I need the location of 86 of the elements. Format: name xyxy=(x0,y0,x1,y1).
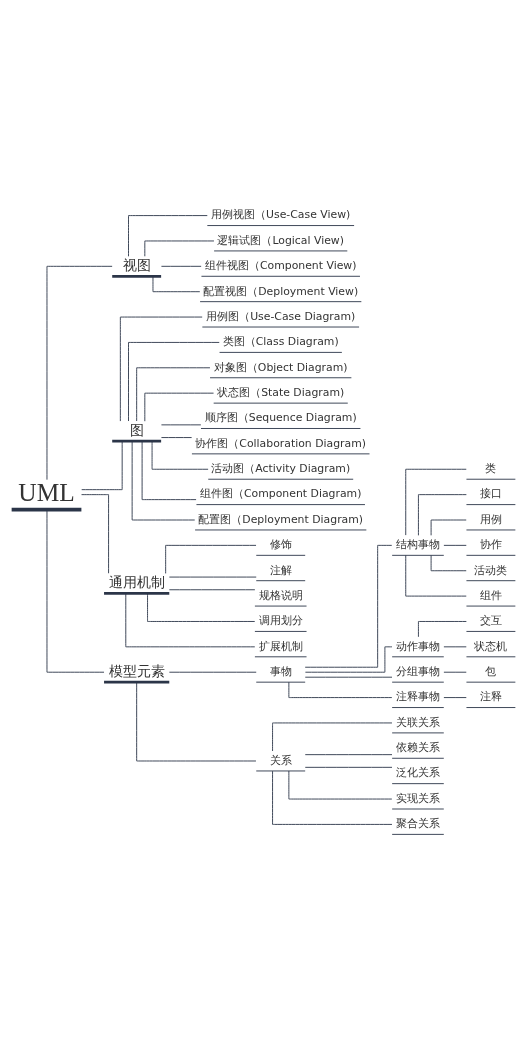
node-text: 事物 xyxy=(269,665,292,679)
node-text: 关联关系 xyxy=(395,715,440,729)
node-text: 图 xyxy=(129,421,144,438)
connector xyxy=(304,766,393,768)
connector xyxy=(430,519,467,536)
node-text: 协作 xyxy=(479,538,502,552)
node-text: 逻辑试图（Logical View) xyxy=(217,233,344,247)
connector xyxy=(168,671,257,673)
node-text: 顺序图（Sequence Diagram) xyxy=(204,411,357,425)
connector xyxy=(131,440,196,521)
node-text: 通用机制 xyxy=(108,573,165,590)
node-text: 调用划分 xyxy=(258,614,303,628)
connector xyxy=(272,770,393,825)
node-text: 配置视图（Deployment View) xyxy=(203,284,359,298)
node-text: 协作图（Collaboration Diagram) xyxy=(195,436,367,450)
connector xyxy=(81,440,123,491)
node-text: 分组事物 xyxy=(395,665,440,679)
connector xyxy=(417,494,467,536)
node-text: 包 xyxy=(485,665,497,679)
connector xyxy=(160,265,202,267)
connector xyxy=(272,722,393,752)
connector xyxy=(151,440,209,470)
connector xyxy=(417,621,467,638)
connector xyxy=(152,275,201,293)
connector xyxy=(405,554,467,597)
node-text: 活动图（Activity Diagram) xyxy=(211,462,351,476)
node-text: 配置图（Deployment Diagram) xyxy=(198,512,364,526)
node-text: 用例视图（Use-Case View) xyxy=(211,208,351,222)
connector xyxy=(141,440,197,501)
connector xyxy=(144,392,214,422)
node-text: 组件图（Component Diagram) xyxy=(200,487,362,501)
connector xyxy=(128,215,208,257)
connector xyxy=(160,437,193,438)
node-text: 注解 xyxy=(269,563,292,577)
connector xyxy=(304,646,393,673)
connector xyxy=(443,544,467,546)
node-text: 聚合关系 xyxy=(395,817,440,831)
connector xyxy=(443,697,467,699)
node-text: 视图 xyxy=(122,256,151,273)
node-text: 用例图（Use-Case Diagram) xyxy=(206,309,356,323)
connector xyxy=(288,681,393,699)
connector xyxy=(405,468,467,536)
node-text: 关系 xyxy=(269,753,292,767)
node-text: 泛化关系 xyxy=(395,766,440,780)
node-text: 状态机 xyxy=(474,639,508,653)
node-text: 组件视图（Component View) xyxy=(204,259,357,273)
node-text: 状态图（State Diagram) xyxy=(217,385,345,399)
node-text: 注释事物 xyxy=(395,690,440,704)
connector xyxy=(81,494,110,574)
connector xyxy=(136,367,211,422)
connector xyxy=(128,341,220,422)
connector xyxy=(304,676,393,678)
connector xyxy=(147,592,256,622)
connector xyxy=(430,554,467,572)
connector xyxy=(288,770,393,800)
node-text: 动作事物 xyxy=(395,639,440,653)
node-text: 交互 xyxy=(479,614,502,628)
connector xyxy=(160,424,202,426)
node-text: 对象图（Object Diagram) xyxy=(213,360,348,374)
node-text: 注释 xyxy=(479,690,502,704)
node-text: 结构事物 xyxy=(395,538,440,552)
connector xyxy=(125,593,256,648)
node-text: 类 xyxy=(485,462,497,476)
node-text: 接口 xyxy=(479,487,502,501)
connector xyxy=(304,754,393,756)
connector xyxy=(136,681,257,762)
node-text: 用例 xyxy=(479,512,502,526)
connector xyxy=(168,589,256,591)
connector xyxy=(304,544,393,668)
connector xyxy=(144,240,215,257)
connector xyxy=(165,544,257,574)
connector xyxy=(443,671,467,673)
connector xyxy=(443,646,467,648)
node-text: UML xyxy=(18,477,75,506)
connector xyxy=(119,316,203,422)
node-text: 类图（Class Diagram) xyxy=(222,335,339,349)
connector xyxy=(46,509,105,673)
node-text: 组件 xyxy=(479,588,502,602)
node-text: 实现关系 xyxy=(395,791,440,805)
connector xyxy=(46,265,113,481)
node-text: 规格说明 xyxy=(258,588,303,602)
node-text: 扩展机制 xyxy=(258,639,303,653)
node-text: 模型元素 xyxy=(108,662,165,679)
node-text: 活动类 xyxy=(474,563,508,577)
node-text: 修饰 xyxy=(269,538,292,552)
node-text: 依赖关系 xyxy=(395,741,440,755)
